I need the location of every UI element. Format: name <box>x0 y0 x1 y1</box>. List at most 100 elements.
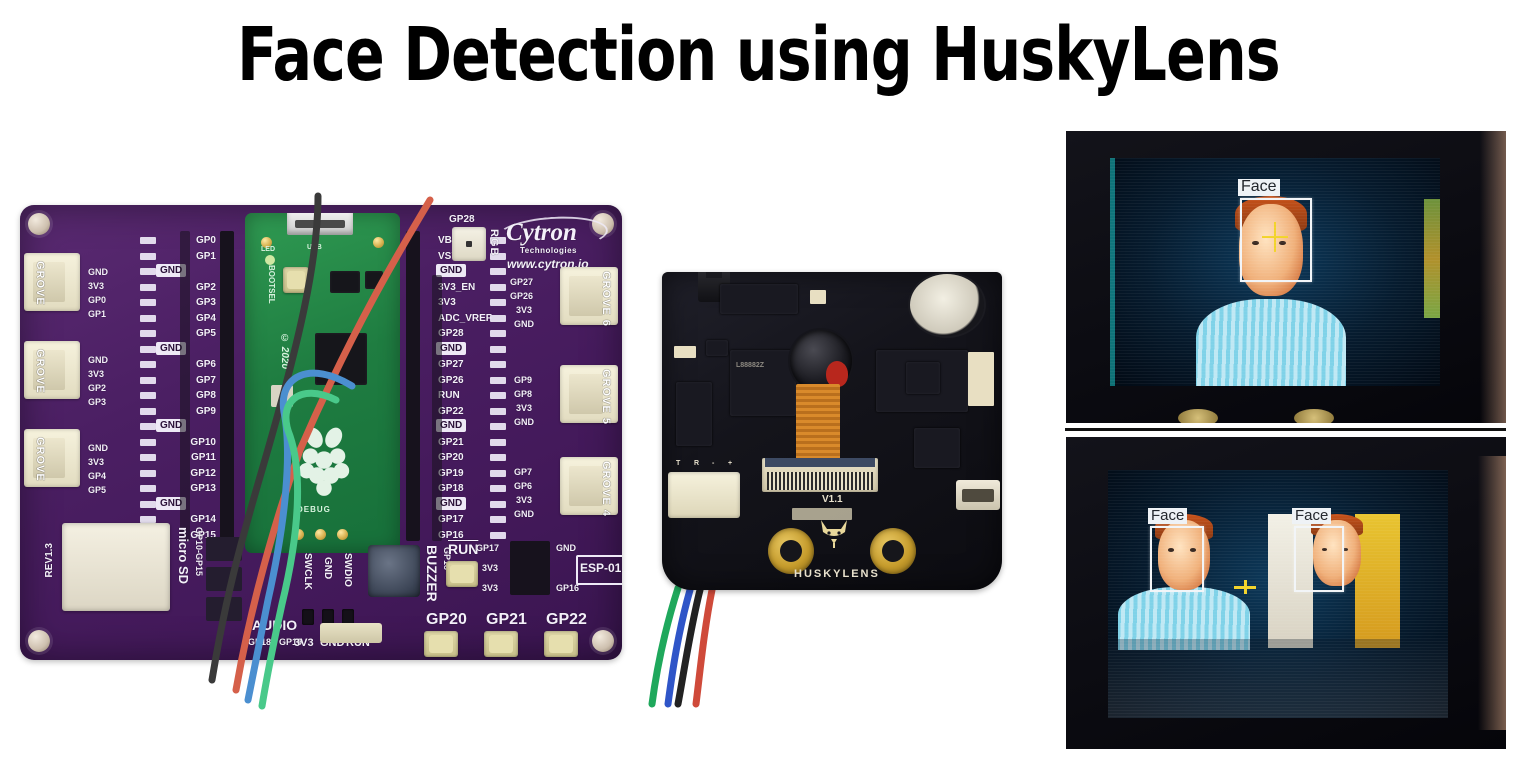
person-eye-left <box>1168 548 1175 552</box>
huskylens-header-pads <box>968 352 994 406</box>
camera-ribbon-cable <box>796 384 840 462</box>
power-switch[interactable] <box>320 623 382 643</box>
user-button-gp20[interactable] <box>424 631 458 657</box>
face-label-2: Face <box>1148 508 1188 524</box>
grove-label-left-1: GROVE <box>34 261 46 306</box>
detected-person-top <box>1196 196 1346 386</box>
huskylens-wire-green <box>648 584 682 708</box>
huskylens-screen-photo-top: Face <box>1066 131 1506 423</box>
left-pin-gp1-1: GP1 <box>195 250 216 262</box>
bootsel-button[interactable] <box>283 267 309 293</box>
esp01-pin-3v3-a: 3V3 <box>482 563 499 573</box>
grove-label-6: GROVE 6 <box>600 271 612 327</box>
huskylens-learn-wheel[interactable] <box>910 274 984 336</box>
person-hair <box>1235 196 1307 232</box>
face-bounding-box-1 <box>1240 198 1312 282</box>
esp01-label: ESP-01 <box>580 561 622 575</box>
grove-5-pin-2: GP8 <box>514 389 533 399</box>
pin-solder-pad <box>140 500 156 508</box>
hand-edge-top <box>1480 131 1506 423</box>
grove-connector-6[interactable] <box>560 267 618 325</box>
huskylens-grove-connector[interactable] <box>668 472 740 518</box>
right-pin-gnd-2: GND <box>436 264 467 277</box>
pin-solder-pad <box>490 330 506 337</box>
microsd-card-slot[interactable] <box>62 523 170 611</box>
grove-6-pin-1: GP27 <box>510 277 534 287</box>
esp01-header[interactable] <box>510 541 550 595</box>
screw-boss-right-top <box>1294 409 1334 423</box>
person-eye-left <box>1322 547 1328 552</box>
huskylens-chip-top <box>720 284 798 314</box>
pin-solder-pad <box>490 268 506 275</box>
grove-label-4: GROVE 4 <box>600 461 612 517</box>
grove-6-pin-3: 3V3 <box>516 305 533 315</box>
swd-label-swdio: SWDIO <box>342 553 353 587</box>
right-pin-gp27-8: GP27 <box>438 359 464 370</box>
left-pin-header[interactable] <box>220 231 234 541</box>
detected-person-left <box>1118 514 1250 650</box>
pin-solder-pad <box>140 469 156 477</box>
cytron-logo-text: Cytron <box>506 219 577 246</box>
user-button-gp22[interactable] <box>544 631 578 657</box>
mounting-hole <box>28 630 50 652</box>
audio-switch-2[interactable] <box>206 567 242 591</box>
run-button[interactable] <box>446 561 478 587</box>
audio-switch-3[interactable] <box>206 597 242 621</box>
lcd-glare-bottom <box>1108 638 1448 718</box>
grove-connector-left-1[interactable] <box>24 253 80 311</box>
pin-solder-pad <box>490 283 506 291</box>
grove-5-pin-3: 3V3 <box>516 403 533 413</box>
person-hair <box>1310 514 1363 536</box>
pin-solder-pad <box>490 500 506 508</box>
huskylens-sdcard-slot[interactable] <box>676 382 712 446</box>
huskylens-wifi-chip <box>914 428 960 468</box>
husky-dog-logo <box>821 520 847 548</box>
swd-pin[interactable] <box>302 609 314 625</box>
grove-left-1-pin-3: GP0 <box>88 295 107 305</box>
person-eye-right <box>1278 240 1286 246</box>
pin-solder-pad <box>490 454 506 461</box>
grove-left-1-pin-2: 3V3 <box>88 281 105 291</box>
lcd-background-top <box>1110 158 1440 386</box>
grove-connector-left-3[interactable] <box>24 429 80 487</box>
grove-label-left-2: GROVE <box>34 349 46 394</box>
huskylens-brand-label: HUSKYLENS <box>794 568 880 580</box>
pico-copyright: © 2020 <box>279 333 290 370</box>
right-pin-gp20-14: GP20 <box>438 452 464 463</box>
rgb-led-pin-label: GP28 <box>449 214 475 225</box>
grove-connector-4[interactable] <box>560 457 618 515</box>
ffc-connector[interactable] <box>762 458 878 492</box>
pin-solder-pad <box>490 299 506 306</box>
swd-bottom-3v3: 3V3 <box>294 637 314 649</box>
microsd-pins-label: GP10-GP15 <box>194 527 204 577</box>
pico-debug-pad <box>315 529 326 540</box>
huskylens-usb-connector[interactable] <box>956 480 1000 510</box>
bootsel-label: BOOTSEL <box>267 265 276 304</box>
lcd-screen-top: Face <box>1110 158 1440 386</box>
grove-label-left-3: GROVE <box>34 437 46 482</box>
pin-solder-pad <box>140 252 156 260</box>
left-pin-gp3-4: GP3 <box>195 297 216 308</box>
buzzer-pin-label: GP18 <box>442 547 452 571</box>
pin-solder-pad <box>490 345 506 353</box>
esp01-pin-gp16: GP16 <box>556 583 580 593</box>
pin-solder-pad <box>490 376 506 384</box>
face-crosshair-v-1 <box>1274 222 1276 252</box>
pico-usb-connector[interactable] <box>287 213 353 235</box>
huskylens-led-pad <box>810 290 826 304</box>
grove-left-3-pin-3: GP4 <box>88 471 107 481</box>
grove-4-pin-1: GP7 <box>514 467 533 477</box>
right-pin-header[interactable] <box>406 231 420 541</box>
left-pin-gp6-8: GP6 <box>195 359 216 370</box>
huskylens-test-pads <box>792 508 852 520</box>
grove-connector-left-2[interactable] <box>24 341 80 399</box>
audio-switch-1[interactable] <box>206 537 242 561</box>
grove-connector-5[interactable] <box>560 365 618 423</box>
huskylens-smd <box>706 340 728 356</box>
pico-pad <box>373 237 384 248</box>
esp01-pin-gnd: GND <box>556 543 576 553</box>
right-pin-vsys-1: VSYS <box>438 251 465 262</box>
user-button-gp21[interactable] <box>484 631 518 657</box>
huskylens-version-label: V1.1 <box>822 494 843 505</box>
left-pin-gp12-15: GP12 <box>190 467 216 479</box>
